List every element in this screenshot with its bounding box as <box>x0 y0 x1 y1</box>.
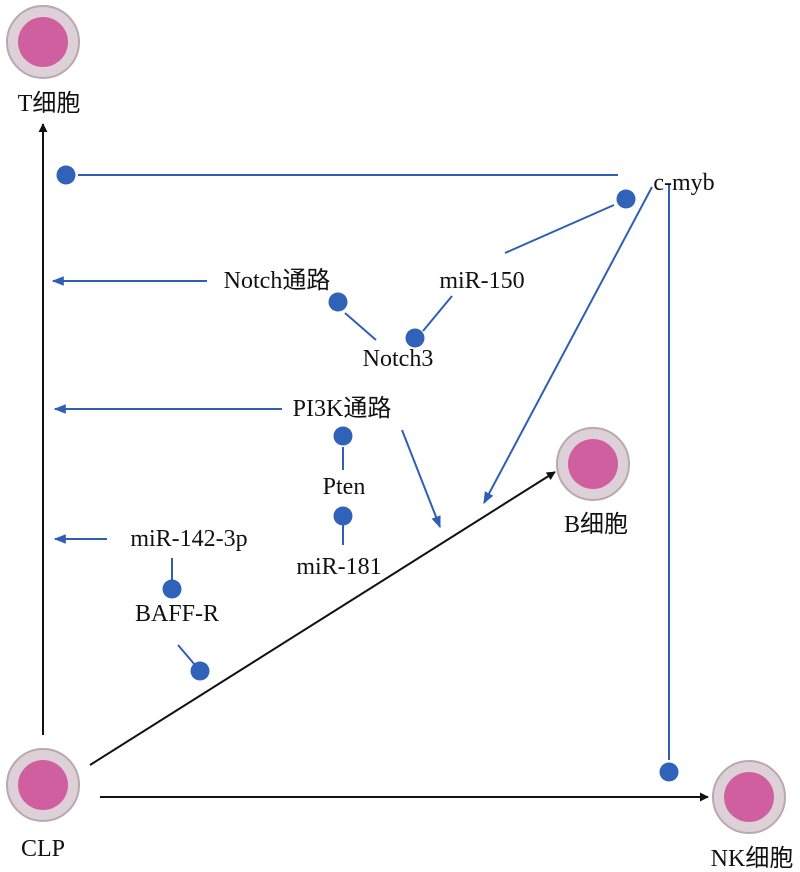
notch3-label: Notch3 <box>363 346 434 372</box>
pten-label: Pten <box>323 474 366 500</box>
t-cell-label: T细胞 <box>18 90 81 117</box>
cmyb-label: c-myb <box>653 170 714 196</box>
baffr-inhibit-b-line <box>177 644 196 666</box>
mir150-label: miR-150 <box>439 268 524 294</box>
dot-nk <box>659 762 679 782</box>
notch3-inhibit-notch-line <box>344 312 377 341</box>
dot-notch-pathway <box>328 292 348 312</box>
cmyb-to-b-arrow <box>483 186 653 505</box>
notch-pathway-label: Notch通路 <box>224 267 331 294</box>
nk-cell-icon <box>712 760 786 834</box>
mir142-label: miR-142-3p <box>130 526 247 552</box>
baffr-label: BAFF-R <box>135 601 219 627</box>
t-cell-icon <box>6 5 80 79</box>
dot-pi3k <box>333 426 353 446</box>
dot-baffr <box>162 579 182 599</box>
mir181-label: miR-181 <box>296 554 381 580</box>
dot-pten <box>333 506 353 526</box>
dot-b-inhibition <box>190 661 210 681</box>
b-cell-label: B细胞 <box>564 511 628 538</box>
mir150-inhibit-notch3-line <box>422 295 453 332</box>
mir150-inhibit-cmyb-line <box>504 204 615 254</box>
dot-cmyb-end <box>616 189 636 209</box>
pi3k-to-b-arrow <box>401 429 441 529</box>
pi3k-pathway-label: PI3K通路 <box>293 395 392 422</box>
b-cell-icon <box>556 427 630 501</box>
clp-cell-icon <box>6 748 80 822</box>
clp-label: CLP <box>21 836 65 862</box>
dot-notch3 <box>405 328 425 348</box>
clp-to-b-arrow <box>89 471 556 766</box>
dot-cmyb-t <box>56 165 76 185</box>
nk-cell-label: NK细胞 <box>711 845 794 872</box>
